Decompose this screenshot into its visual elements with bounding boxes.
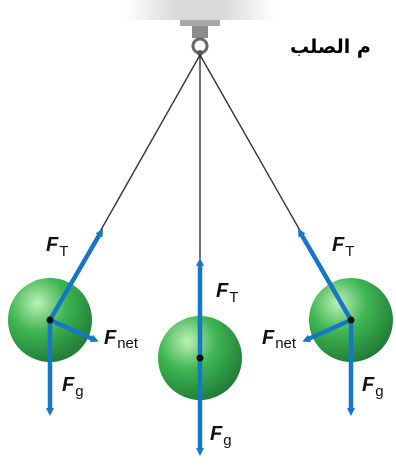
label-tension-left: FT <box>46 234 68 260</box>
pivot-point <box>197 50 203 56</box>
ceiling-bar <box>125 0 275 20</box>
center-dot-right <box>347 316 355 324</box>
mount-plate <box>180 20 220 26</box>
net-vector-left <box>49 317 99 343</box>
label-net-right: Fnet <box>262 327 297 352</box>
label-gravity-left: Fg <box>62 374 84 400</box>
net-vector-right <box>302 317 352 343</box>
center-dot-center <box>196 354 204 362</box>
tension-vector-left <box>48 228 104 322</box>
mount-block <box>192 26 208 38</box>
label-gravity-center: Fg <box>210 423 232 449</box>
tension-vector-right <box>297 228 353 322</box>
caption-fragment: م الصلب <box>290 36 371 58</box>
center-dot-left <box>46 316 54 324</box>
label-tension-right: FT <box>332 234 354 260</box>
label-net-left: Fnet <box>104 327 139 352</box>
label-tension-center: FT <box>216 280 238 306</box>
label-gravity-right: Fg <box>362 374 384 400</box>
